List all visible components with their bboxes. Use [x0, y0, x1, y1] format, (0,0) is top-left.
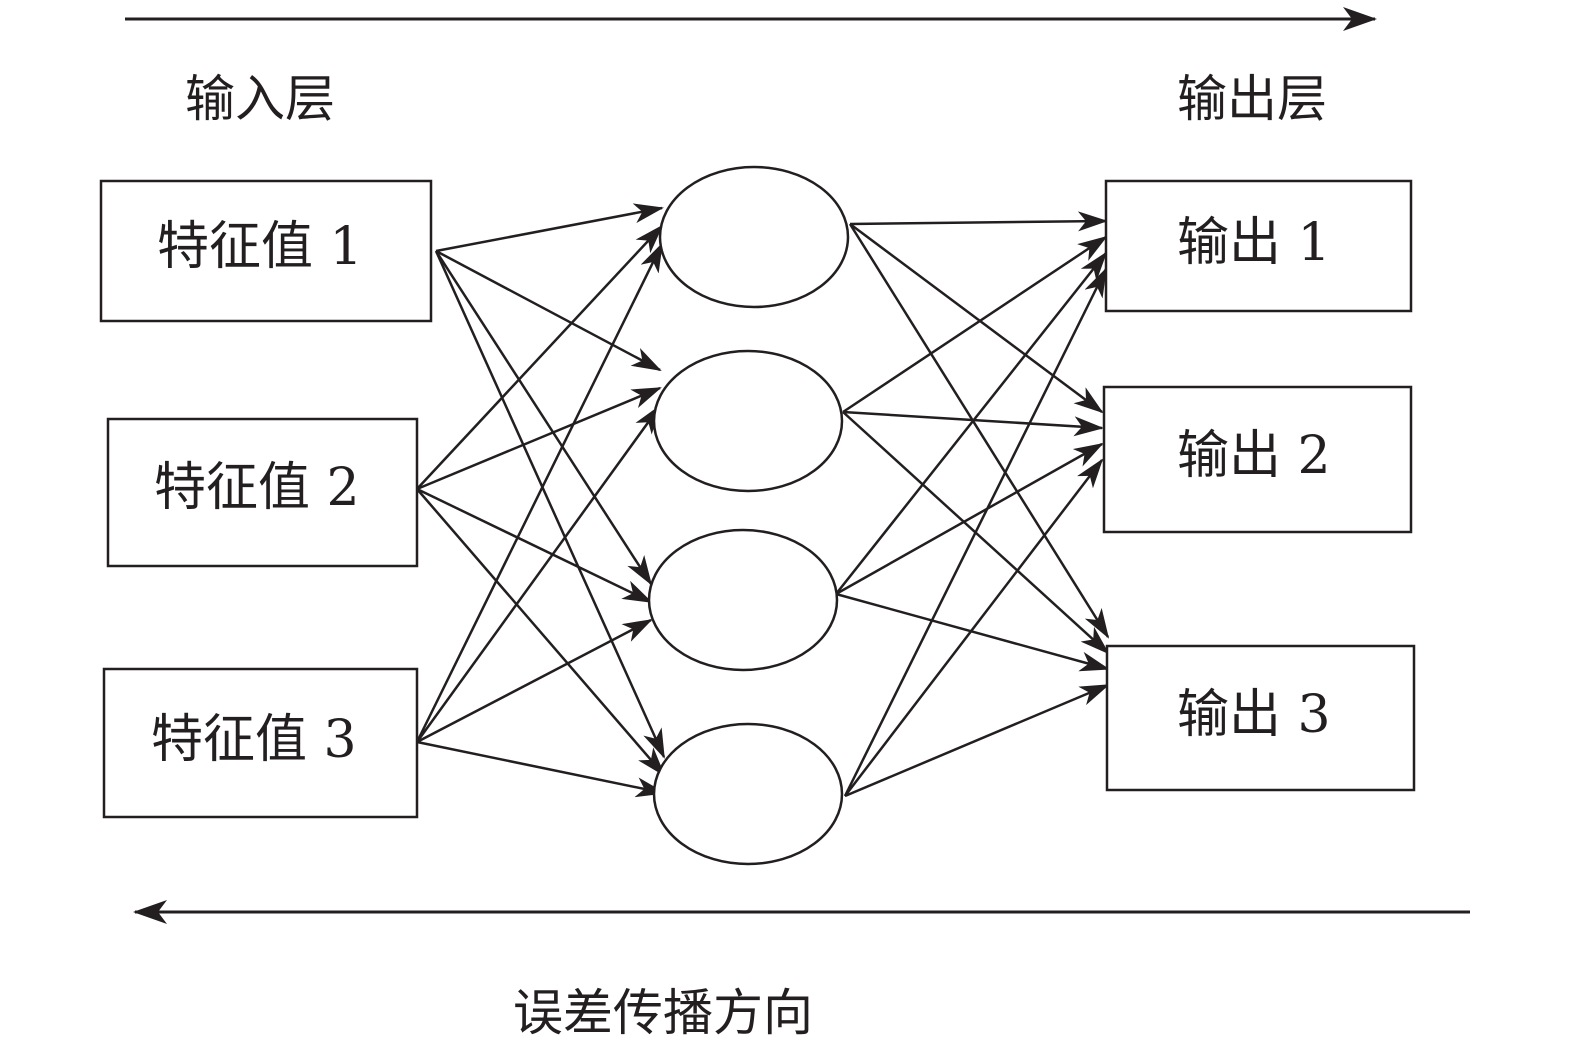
output-node-label: 输出 3 — [1177, 685, 1331, 745]
input-node-label: 特征值 2 — [154, 458, 360, 518]
output-node-2: 输出 2 — [1102, 385, 1413, 534]
edge-hidden-4-output-1 — [843, 267, 1108, 797]
input-node-label: 特征值 3 — [151, 710, 357, 770]
hidden-node-1 — [658, 165, 850, 309]
input-node-1: 特征值 1 — [99, 179, 433, 323]
edge-hidden-1-output-3 — [848, 223, 1110, 639]
output-layer-label: 输出层 — [1177, 70, 1327, 128]
input-layer-label: 输入层 — [185, 70, 335, 128]
edge-hidden-4-output-2 — [844, 458, 1104, 797]
output-node-label: 输出 1 — [1177, 213, 1331, 273]
edge-input-3-hidden-1 — [415, 242, 664, 743]
output-node-3: 输出 3 — [1105, 644, 1416, 792]
input-node-3: 特征值 3 — [102, 667, 419, 819]
error-direction-label: 误差传播方向 — [513, 984, 813, 1042]
hidden-node-2 — [652, 349, 844, 493]
edge-input-1-hidden-1 — [435, 203, 664, 253]
edge-hidden-3-output-1 — [835, 251, 1108, 595]
edge-hidden-3-output-2 — [835, 442, 1104, 596]
edge-hidden-1-output-1 — [849, 211, 1108, 232]
edge-hidden-2-output-1 — [842, 235, 1108, 414]
edge-input-3-hidden-4 — [416, 740, 666, 798]
edge-hidden-1-output-2 — [849, 222, 1104, 414]
output-node-1: 输出 1 — [1104, 179, 1413, 313]
input-node-label: 特征值 1 — [157, 217, 363, 277]
edge-input-1-hidden-3 — [434, 250, 653, 586]
edge-input-2-hidden-4 — [416, 488, 666, 777]
edge-input-2-hidden-2 — [416, 386, 662, 491]
edge-hidden-4-output-3 — [844, 683, 1110, 798]
input-node-2: 特征值 2 — [106, 417, 419, 568]
connections — [415, 203, 1110, 798]
edge-input-1-hidden-2 — [435, 249, 662, 372]
edge-input-3-hidden-2 — [415, 404, 662, 743]
hidden-node-4 — [652, 722, 844, 866]
output-node-label: 输出 2 — [1177, 426, 1331, 486]
hidden-node-3 — [647, 528, 839, 672]
edge-input-2-hidden-1 — [416, 224, 664, 490]
edge-input-2-hidden-3 — [416, 487, 653, 604]
edge-input-3-hidden-3 — [416, 618, 653, 744]
edge-input-1-hidden-4 — [434, 250, 666, 759]
